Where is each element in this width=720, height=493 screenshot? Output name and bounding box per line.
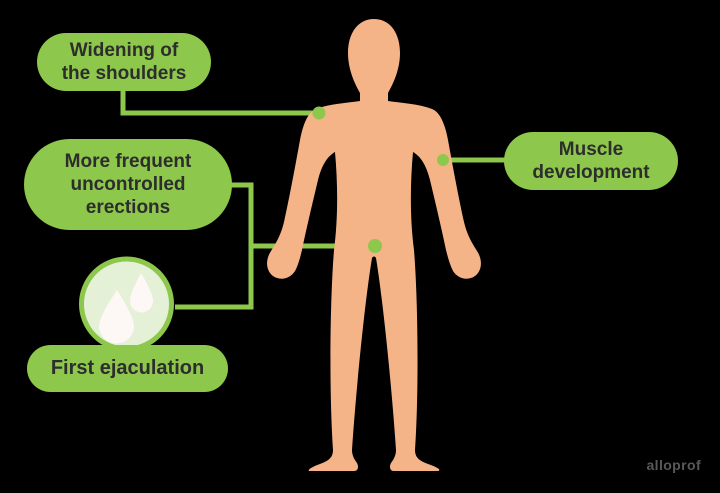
droplet-small xyxy=(130,273,153,313)
droplet-large xyxy=(99,290,134,344)
shoulder-dot xyxy=(312,106,326,120)
callout-uncontrolled-erections: More frequent uncontrolled erections xyxy=(24,139,232,230)
droplets-icon xyxy=(79,256,174,352)
callout-widening-shoulders: Widening of the shoulders xyxy=(37,33,211,91)
connector-shoulders xyxy=(120,90,316,116)
arm-dot xyxy=(437,154,449,166)
marker-dots xyxy=(312,106,449,253)
connector-lines xyxy=(120,90,506,310)
groin-dot xyxy=(368,239,382,253)
alloprof-logo: alloprof xyxy=(646,457,701,473)
callout-muscle-development: Muscle development xyxy=(504,132,678,190)
callout-first-ejaculation: First ejaculation xyxy=(27,345,228,392)
